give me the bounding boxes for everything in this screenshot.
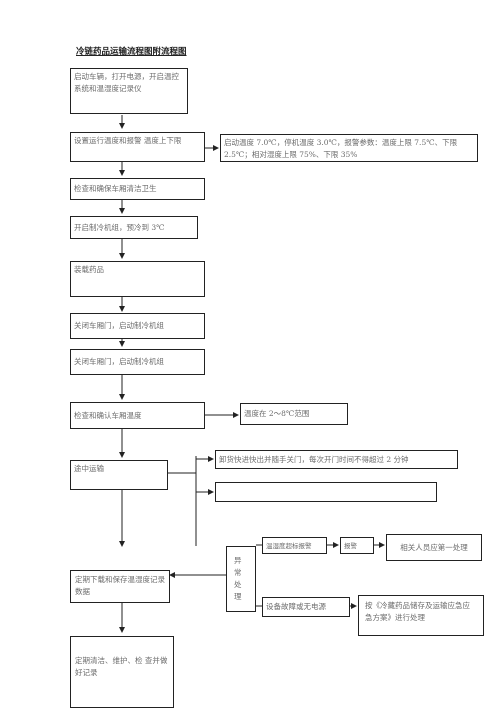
- start-vehicle-box: 启动车辆，打开电源，开启温控系统和温湿度记录仪: [70, 68, 188, 114]
- check-temp-box: 检查和确认车厢温度: [70, 402, 205, 429]
- precool-box: 开启制冷机组，预冷到 3℃: [70, 216, 198, 239]
- abnormal-top-left-box: 温湿度超标报警: [262, 537, 327, 554]
- abnormal-top-mid-box: 报警: [340, 537, 374, 554]
- first-handler-box: 相关人员应第一处理: [386, 534, 482, 561]
- download-record-box: 定期下载和保存温湿度记录数据: [70, 570, 170, 603]
- close-door-box-2: 关闭车厢门，启动制冷机组: [70, 349, 205, 375]
- set-temp-box: 设置运行温度和报警 温度上下限: [70, 132, 205, 162]
- set-temp-params-box: 启动温度 7.0℃，停机温度 3.0℃，报警参数：温度上限 7.5℃、下限 2.…: [220, 134, 478, 162]
- maintain-box: 定期清洁、维护、检 查并做好记录: [70, 636, 174, 708]
- emergency-plan-box: 按《冷藏药品储存及运输应急应急方案》进行处理: [358, 595, 484, 636]
- abnormal-box: 异常处理: [226, 546, 256, 612]
- check-hygiene-box: 检查和确保车厢清洁卫生: [70, 178, 205, 200]
- page-title: 冷链药品运输流程图附流程图: [76, 47, 187, 57]
- temp-range-box: 温度在 2～8℃范围: [240, 403, 348, 425]
- load-box: 装载药品: [70, 261, 205, 297]
- blank-note-box: [215, 482, 437, 502]
- close-door-box-1: 关闭车厢门，启动制冷机组: [70, 313, 205, 339]
- unload-note-box: 卸货快进快出并随手关门，每次开门时间不得超过 2 分钟: [215, 450, 458, 469]
- equipment-fault-box: 设备故障或无电源: [262, 597, 350, 617]
- in-transit-box: 途中运输: [70, 460, 168, 490]
